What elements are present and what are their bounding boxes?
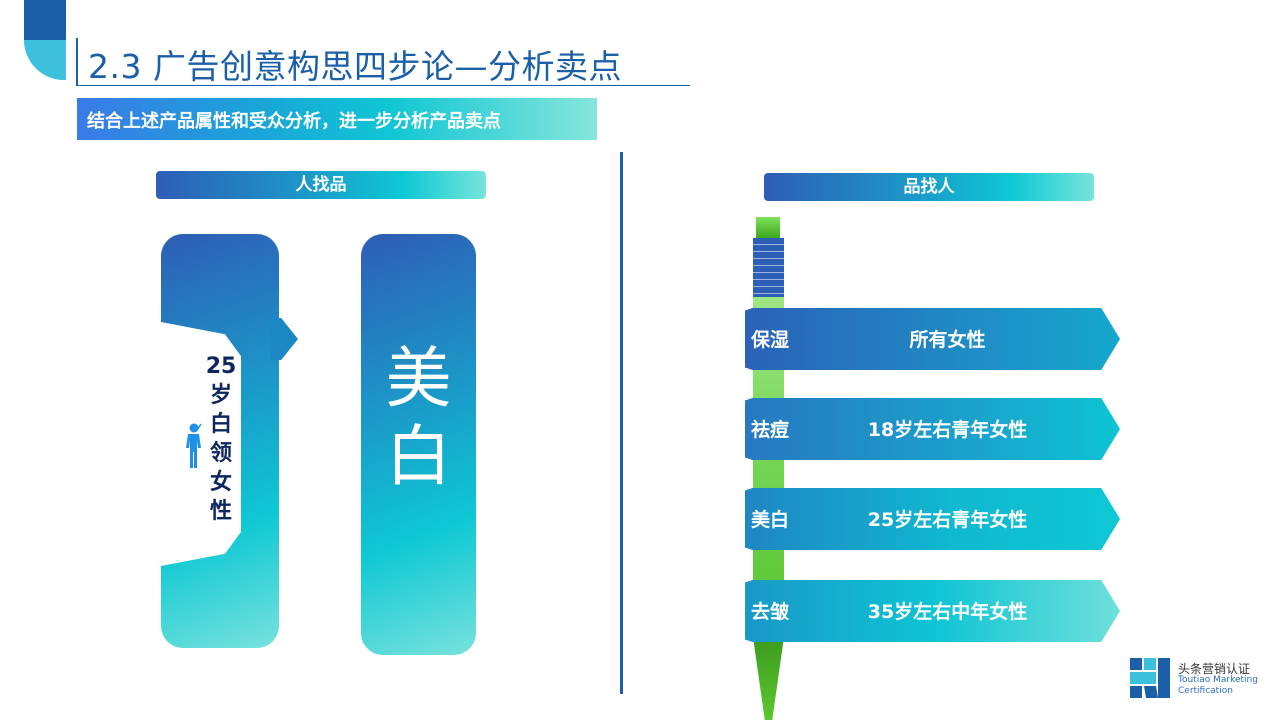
page-title: 2.3 广告创意构思四步论—分析卖点 xyxy=(88,47,622,86)
audience-card-pointer xyxy=(270,318,298,360)
section-header-product-finds-person: 品找人 xyxy=(764,173,1094,201)
benefit-arrow-3: 美白 25岁左右青年女性 xyxy=(745,488,1120,550)
benefit-arrow-2: 祛痘 18岁左右青年女性 xyxy=(745,398,1120,460)
audience-label: 35岁左右中年女性 xyxy=(867,601,1028,623)
benefit-label: 祛痘 xyxy=(751,419,790,441)
pencil-eraser xyxy=(756,217,780,238)
person-icon xyxy=(186,423,202,468)
audience-label: 18岁左右青年女性 xyxy=(867,419,1028,441)
title-frame: 2.3 广告创意构思四步论—分析卖点 xyxy=(76,38,690,86)
logo-name-en: Toutiao Marketing Certification xyxy=(1178,675,1258,696)
benefit-label: 美白 xyxy=(751,509,790,531)
product-point-text: 美 白 xyxy=(385,340,452,495)
benefit-label: 保湿 xyxy=(751,329,790,351)
corner-dark-block xyxy=(24,0,66,40)
corner-decoration xyxy=(24,0,66,80)
audience-tag xyxy=(161,322,241,566)
audience-label: 25岁左右青年女性 xyxy=(867,509,1028,531)
subtitle-banner: 结合上述产品属性和受众分析，进一步分析产品卖点 xyxy=(77,98,597,140)
pencil-grip xyxy=(753,238,784,297)
pencil-tip xyxy=(753,637,784,720)
benefit-label: 去皱 xyxy=(751,601,790,623)
toutiao-logo-icon xyxy=(1130,658,1170,698)
section-header-person-finds-product: 人找品 xyxy=(156,171,486,199)
logo-name-cn: 头条营销认证 xyxy=(1178,662,1251,676)
audience-tag-text: 25 岁 白 领 女 性 xyxy=(205,354,237,524)
benefit-arrow-4: 去皱 35岁左右中年女性 xyxy=(745,580,1120,642)
audience-label: 所有女性 xyxy=(909,329,986,351)
benefit-arrow-1: 保湿 所有女性 xyxy=(745,308,1120,370)
product-point-card xyxy=(361,234,476,655)
corner-light-block xyxy=(24,40,66,80)
subtitle-text: 结合上述产品属性和受众分析，进一步分析产品卖点 xyxy=(87,111,501,132)
vertical-divider xyxy=(620,152,623,694)
